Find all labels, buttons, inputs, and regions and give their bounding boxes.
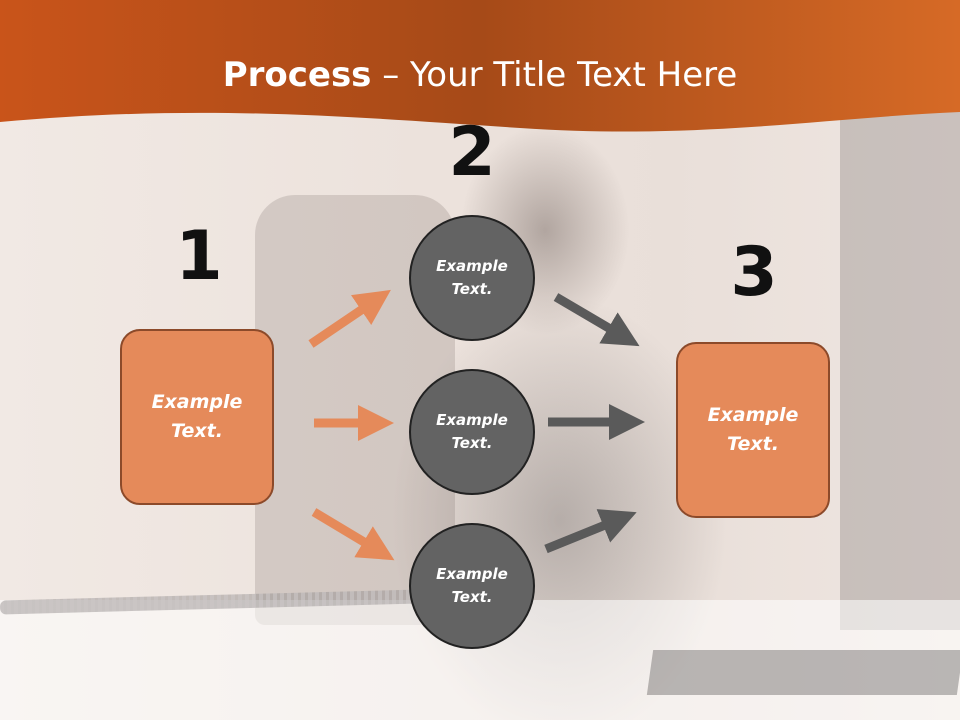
- title-bold: Process: [222, 55, 372, 95]
- step-3-box: Example Text.: [676, 342, 830, 518]
- step-number-3: 3: [730, 233, 778, 312]
- arrow-from-circle-top: [553, 293, 640, 347]
- step-1-box: Example Text.: [120, 329, 274, 505]
- arrow-to-circle-bottom: [311, 508, 395, 561]
- step-1-box-text: Example Text.: [151, 391, 243, 442]
- background-monitor: [840, 110, 960, 630]
- circle-middle-text: Example Text.: [436, 411, 508, 452]
- circle-bottom-text: Example Text.: [436, 565, 508, 606]
- circle-middle: Example Text.: [409, 369, 535, 495]
- circle-top: Example Text.: [409, 215, 535, 341]
- slide-title: Process – Your Title Text Here: [0, 55, 960, 95]
- step-number-1: 1: [175, 217, 223, 296]
- title-rest: – Your Title Text Here: [371, 55, 738, 95]
- circle-top-text: Example Text.: [436, 257, 508, 298]
- arrow-to-circle-top: [308, 289, 391, 348]
- arrow-from-circle-bottom: [544, 509, 637, 554]
- circle-bottom: Example Text.: [409, 523, 535, 649]
- header-banner: [0, 0, 960, 132]
- step-number-2: 2: [448, 113, 496, 192]
- step-3-box-text: Example Text.: [707, 404, 799, 455]
